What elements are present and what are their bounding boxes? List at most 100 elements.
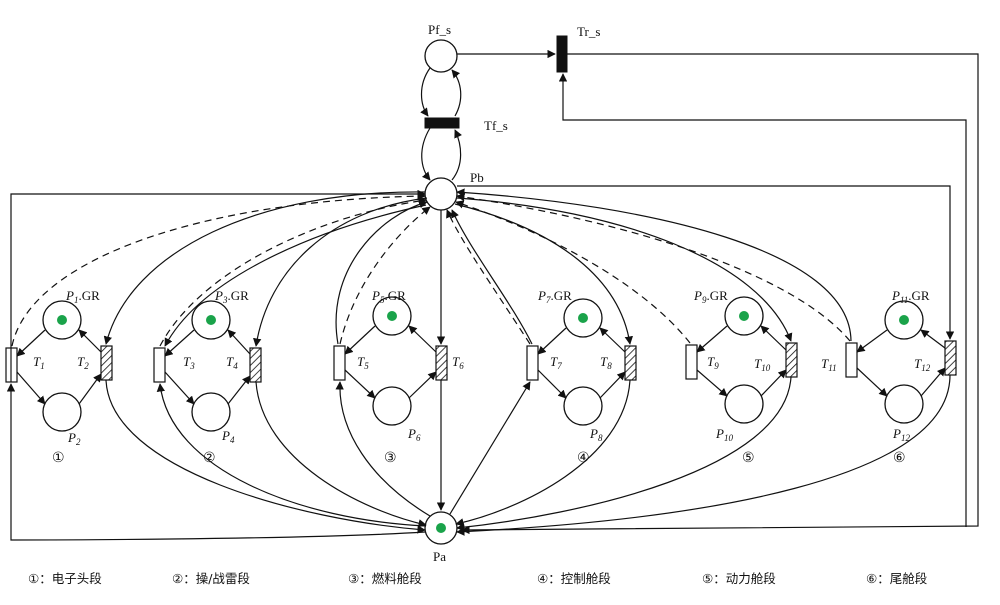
arc-t3-pb: [159, 196, 427, 347]
label-pa: Pa: [433, 549, 446, 564]
transition-t12: [944, 340, 957, 376]
place-p2: [42, 392, 82, 432]
arc-t4-pa: [255, 381, 427, 528]
arc-right-trs: [558, 73, 967, 527]
token-p9: [739, 311, 749, 321]
arc-t9-p10: [696, 369, 728, 397]
arc-t6-p5: [408, 325, 437, 353]
arc-p9-t9: [696, 325, 728, 353]
segment-number-5: ⑤: [742, 450, 755, 466]
arc-tfs-pb-left: [421, 127, 431, 181]
arc-t2-p1: [78, 329, 102, 353]
arc-t7-p8: [537, 369, 567, 399]
pa-group: Pa: [424, 511, 458, 564]
label-pf-s: Pf_s: [428, 22, 451, 37]
segment-2: P3.GR P4 T3 T4 ②: [153, 288, 262, 466]
token-p11: [899, 315, 909, 325]
segment-5: P9.GR P10 T9 T10 ⑤: [685, 288, 798, 466]
label-pb: Pb: [470, 170, 484, 185]
label-p4: P4: [221, 428, 235, 445]
arc-p3-t3: [164, 329, 195, 357]
place-p12: [884, 384, 924, 424]
transition-t10: [785, 342, 798, 378]
label-t3: T3: [183, 354, 195, 371]
label-t2: T2: [77, 354, 89, 371]
label-t1: T1: [33, 354, 45, 371]
arc-t12-pa: [456, 374, 951, 536]
transition-t7: [526, 345, 539, 381]
transition-t2: [100, 345, 113, 381]
arc-t8-p7: [599, 327, 626, 353]
label-tf-s: Tf_s: [484, 118, 508, 133]
token-p3: [206, 315, 216, 325]
arc-p5-t5: [344, 325, 376, 355]
label-p7: P7.GR: [537, 288, 572, 305]
arc-t11-p12: [856, 367, 888, 397]
arc-p10-t10: [760, 369, 787, 397]
legend-item-1: ①：电子头段: [28, 571, 102, 586]
legend-item-4: ④：控制舱段: [537, 571, 611, 586]
arc-t5-p6: [344, 369, 376, 399]
place-p10: [724, 384, 764, 424]
arc-tfs-pfs-right: [451, 69, 462, 117]
legend: ①：电子头段 ②：操/战雷段 ③：燃料舱段 ④：控制舱段 ⑤：动力舱段 ⑥：尾舱…: [28, 571, 927, 586]
arc-pb-t4: [253, 197, 428, 347]
arc-t7-pb: [446, 209, 531, 345]
label-t10: T10: [754, 356, 771, 373]
place-p8: [563, 386, 603, 426]
arc-t8-pa: [455, 379, 631, 527]
arc-pb-tfs-right: [451, 129, 463, 181]
arc-pfs-tfs-left: [420, 67, 431, 117]
token-p7: [578, 313, 588, 323]
label-p1: P1.GR: [65, 288, 100, 305]
arc-pb-t8: [454, 203, 633, 345]
arc-t4-p3: [227, 329, 251, 355]
place-p4: [191, 392, 231, 432]
token-p5: [387, 311, 397, 321]
arc-t2-pa: [105, 379, 426, 534]
label-p3: P3.GR: [214, 288, 249, 305]
arc-t1-p2: [16, 371, 46, 405]
arcs-right-transitions-to-pa: [105, 374, 951, 536]
label-p8: P8: [589, 426, 603, 443]
transition-t6: [435, 345, 448, 381]
arc-pa-t3: [156, 383, 427, 527]
arc-pa-t5: [335, 381, 431, 517]
transition-t5: [333, 345, 346, 381]
arc-t1-left-pb: [10, 189, 426, 382]
arc-p12-t12: [920, 367, 946, 397]
label-t9: T9: [707, 354, 719, 371]
segment-number-2: ②: [203, 450, 216, 466]
label-t4: T4: [226, 354, 238, 371]
arc-pb-t3: [164, 204, 427, 347]
segment-6: P11.GR P12 T11 T12 ⑥: [821, 288, 957, 466]
transition-tf-s: [424, 117, 460, 129]
label-p5: P5.GR: [371, 288, 406, 305]
arc-t7-pb-solid: [451, 209, 533, 345]
segment-number-6: ⑥: [893, 450, 906, 466]
arc-p2-t2: [78, 373, 102, 405]
label-t7: T7: [550, 354, 562, 371]
arc-t11-pb-solid: [456, 188, 852, 342]
label-p6: P6: [407, 426, 421, 443]
arcs-pa-to-left-transitions: [6, 381, 531, 541]
arc-t11-pb: [456, 192, 851, 342]
token-pa: [436, 523, 446, 533]
arcs-left-transitions-to-pb-solid: [10, 188, 852, 382]
arcs-left-transitions-to-pb-dashed: [11, 191, 851, 347]
segment-3: P5.GR P6 T5 T6 ③: [333, 288, 464, 466]
arc-t12-p11: [920, 329, 946, 349]
arc-t10-pa: [456, 376, 792, 532]
arc-t10-p9: [760, 325, 787, 351]
label-p12: P12: [892, 426, 910, 443]
transition-t3: [153, 347, 166, 383]
top-section: Pf_s Tf_s Tr_s: [420, 22, 979, 535]
arc-p6-t6: [408, 371, 437, 399]
arc-trs-right: [461, 53, 979, 535]
arc-p1-t1: [16, 329, 46, 357]
transition-t9: [685, 344, 698, 380]
segment-number-1: ①: [52, 450, 65, 466]
place-pf-s: [424, 39, 458, 73]
label-t11: T11: [821, 356, 837, 373]
transition-tr-s: [556, 35, 568, 73]
